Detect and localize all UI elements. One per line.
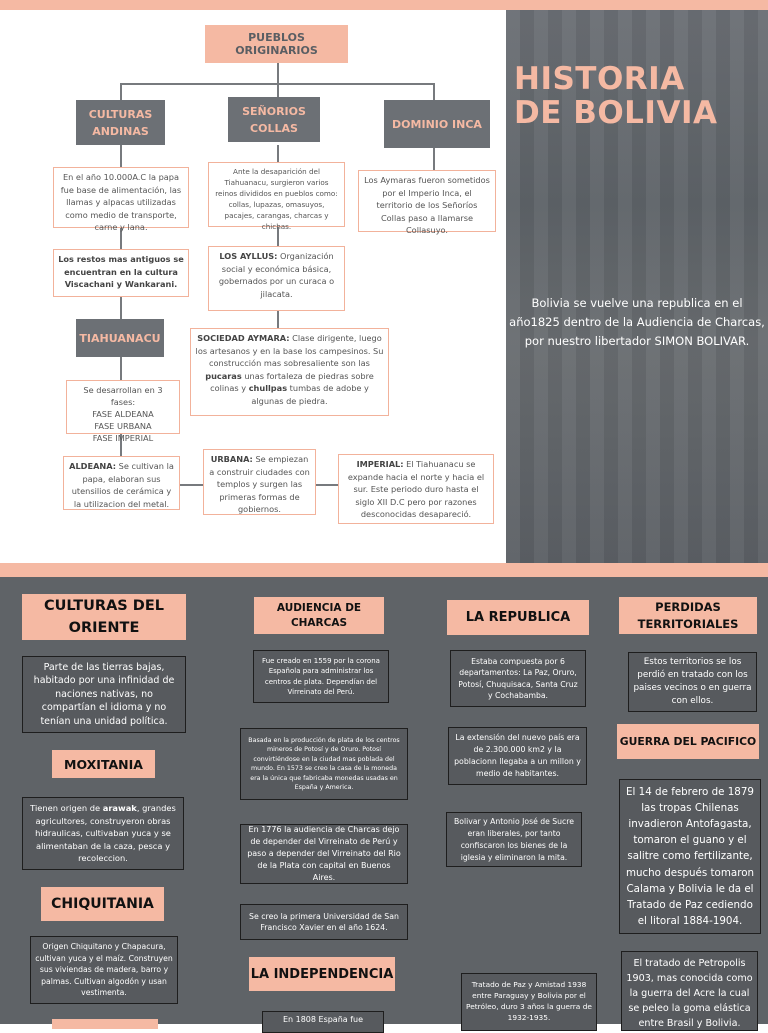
audiencia-text-2: Basada en la producción de plata de los … (240, 728, 408, 800)
connector (277, 311, 279, 329)
urbana-label: URBANA: (211, 454, 253, 464)
petropolis-text: El tratado de Petropolis 1903, mas conoc… (621, 951, 758, 1031)
aymara-label: SOCIEDAD AYMARA: (197, 333, 289, 343)
moxitania-text: Tienen origen de arawak, grandes agricul… (22, 797, 184, 870)
connector (120, 83, 122, 101)
arawak-term: arawak (103, 803, 137, 813)
pucaras-term: pucaras (205, 371, 242, 381)
phases-intro: Se desarrollan en 3 fases: (71, 384, 175, 408)
urbana-box: URBANA: Se empiezan a construir ciudades… (203, 449, 316, 515)
independencia-heading: LA INDEPENDENCIA (249, 957, 395, 991)
tiahuanacu-phases: Se desarrollan en 3 fases: FASE ALDEANA … (66, 380, 180, 434)
guerra-pacifico-heading: GUERRA DEL PACIFICO (617, 724, 759, 759)
chullpas-term: chullpas (249, 383, 287, 393)
connector (120, 145, 122, 169)
perdidas-heading: PERDIDAS TERRITORIALES (619, 597, 757, 634)
connector (277, 83, 279, 97)
audiencia-text-4: Se creo la primera Universidad de San Fr… (240, 904, 408, 940)
republica-heading: LA REPUBLICA (447, 600, 589, 635)
dominio-inca-heading: DOMINIO INCA (384, 100, 490, 148)
ayllus-label: LOS AYLLUS: (219, 251, 277, 261)
middle-accent-bar (0, 563, 768, 577)
next-heading-partial (52, 1019, 158, 1029)
connector (433, 83, 435, 101)
audiencia-text-1: Fue creado en 1559 por la corona Español… (253, 650, 389, 703)
aldeana-box: ALDEANA: Se cultivan la papa, elaboran s… (63, 456, 180, 510)
audiencia-text-3: En 1776 la audiencia de Charcas dejo de … (240, 824, 408, 884)
dominio-inca-text: Los Aymaras fueron sometidos por el Impe… (358, 170, 496, 232)
connector (316, 484, 338, 486)
aldeana-label: ALDEANA: (69, 461, 116, 471)
culturas-andinas-heading: CULTURAS ANDINAS (76, 100, 165, 145)
republica-text-2: La extensión del nuevo país era de 2.300… (448, 727, 587, 785)
ayllus-box: LOS AYLLUS: Organización social y económ… (208, 246, 345, 311)
senorios-text: Ante la desaparición del Tiahuanacu, sur… (208, 162, 345, 227)
tiahuanacu-heading: TIAHUANACU (76, 319, 164, 357)
perdidas-text-1: Estos territorios se los perdió en trata… (628, 652, 757, 712)
audiencia-heading: AUDIENCIA DE CHARCAS (254, 597, 384, 634)
republica-text-1: Estaba compuesta por 6 departamentos: La… (450, 650, 586, 707)
chiquitania-text: Origen Chiquitano y Chapacura, cultivan … (30, 936, 178, 1004)
culturas-andinas-remains: Los restos mas antiguos se encuentran en… (53, 249, 189, 297)
connector (433, 148, 435, 170)
chiquitania-heading: CHIQUITANIA (41, 887, 164, 921)
title-line-1: HISTORIA (514, 62, 764, 96)
republica-text-4: Tratado de Paz y Amistad 1938 entre Para… (461, 973, 597, 1031)
oriente-heading: CULTURAS DEL ORIENTE (22, 594, 186, 640)
root-node: PUEBLOS ORIGINARIOS (205, 25, 348, 63)
republic-note: Bolivia se vuelve una republica en el añ… (508, 294, 766, 351)
culturas-andinas-text: En el año 10.000A.C la papa fue base de … (53, 167, 189, 228)
imperial-label: IMPERIAL: (357, 459, 404, 469)
phase-aldeana: FASE ALDEANA (71, 408, 175, 420)
senorios-heading: SEÑORIOS COLLAS (228, 97, 320, 142)
sociedad-aymara-box: SOCIEDAD AYMARA: Clase dirigente, luego … (190, 328, 389, 416)
title-line-2: DE BOLIVIA (514, 96, 764, 130)
top-accent-bar (0, 0, 768, 10)
phase-imperial: FASE IMPERIAL (71, 432, 175, 444)
oriente-text: Parte de las tierras bajas, habitado por… (22, 656, 186, 733)
imperial-box: IMPERIAL: El Tiahuanacu se expande hacia… (338, 454, 494, 524)
connector (277, 145, 279, 162)
moxitania-heading: MOXITANIA (52, 750, 155, 778)
moxitania-text-1: Tienen origen de (30, 803, 103, 813)
connector (120, 297, 122, 319)
connector (120, 357, 122, 381)
phase-urbana: FASE URBANA (71, 420, 175, 432)
guerra-pacifico-text: El 14 de febrero de 1879 las tropas Chil… (619, 779, 761, 934)
republica-text-3: Bolivar y Antonio José de Sucre eran lib… (446, 812, 582, 867)
page-title: HISTORIA DE BOLIVIA (514, 62, 764, 130)
connector (180, 484, 204, 486)
connector (277, 62, 279, 84)
independencia-text: En 1808 España fue (262, 1011, 384, 1033)
